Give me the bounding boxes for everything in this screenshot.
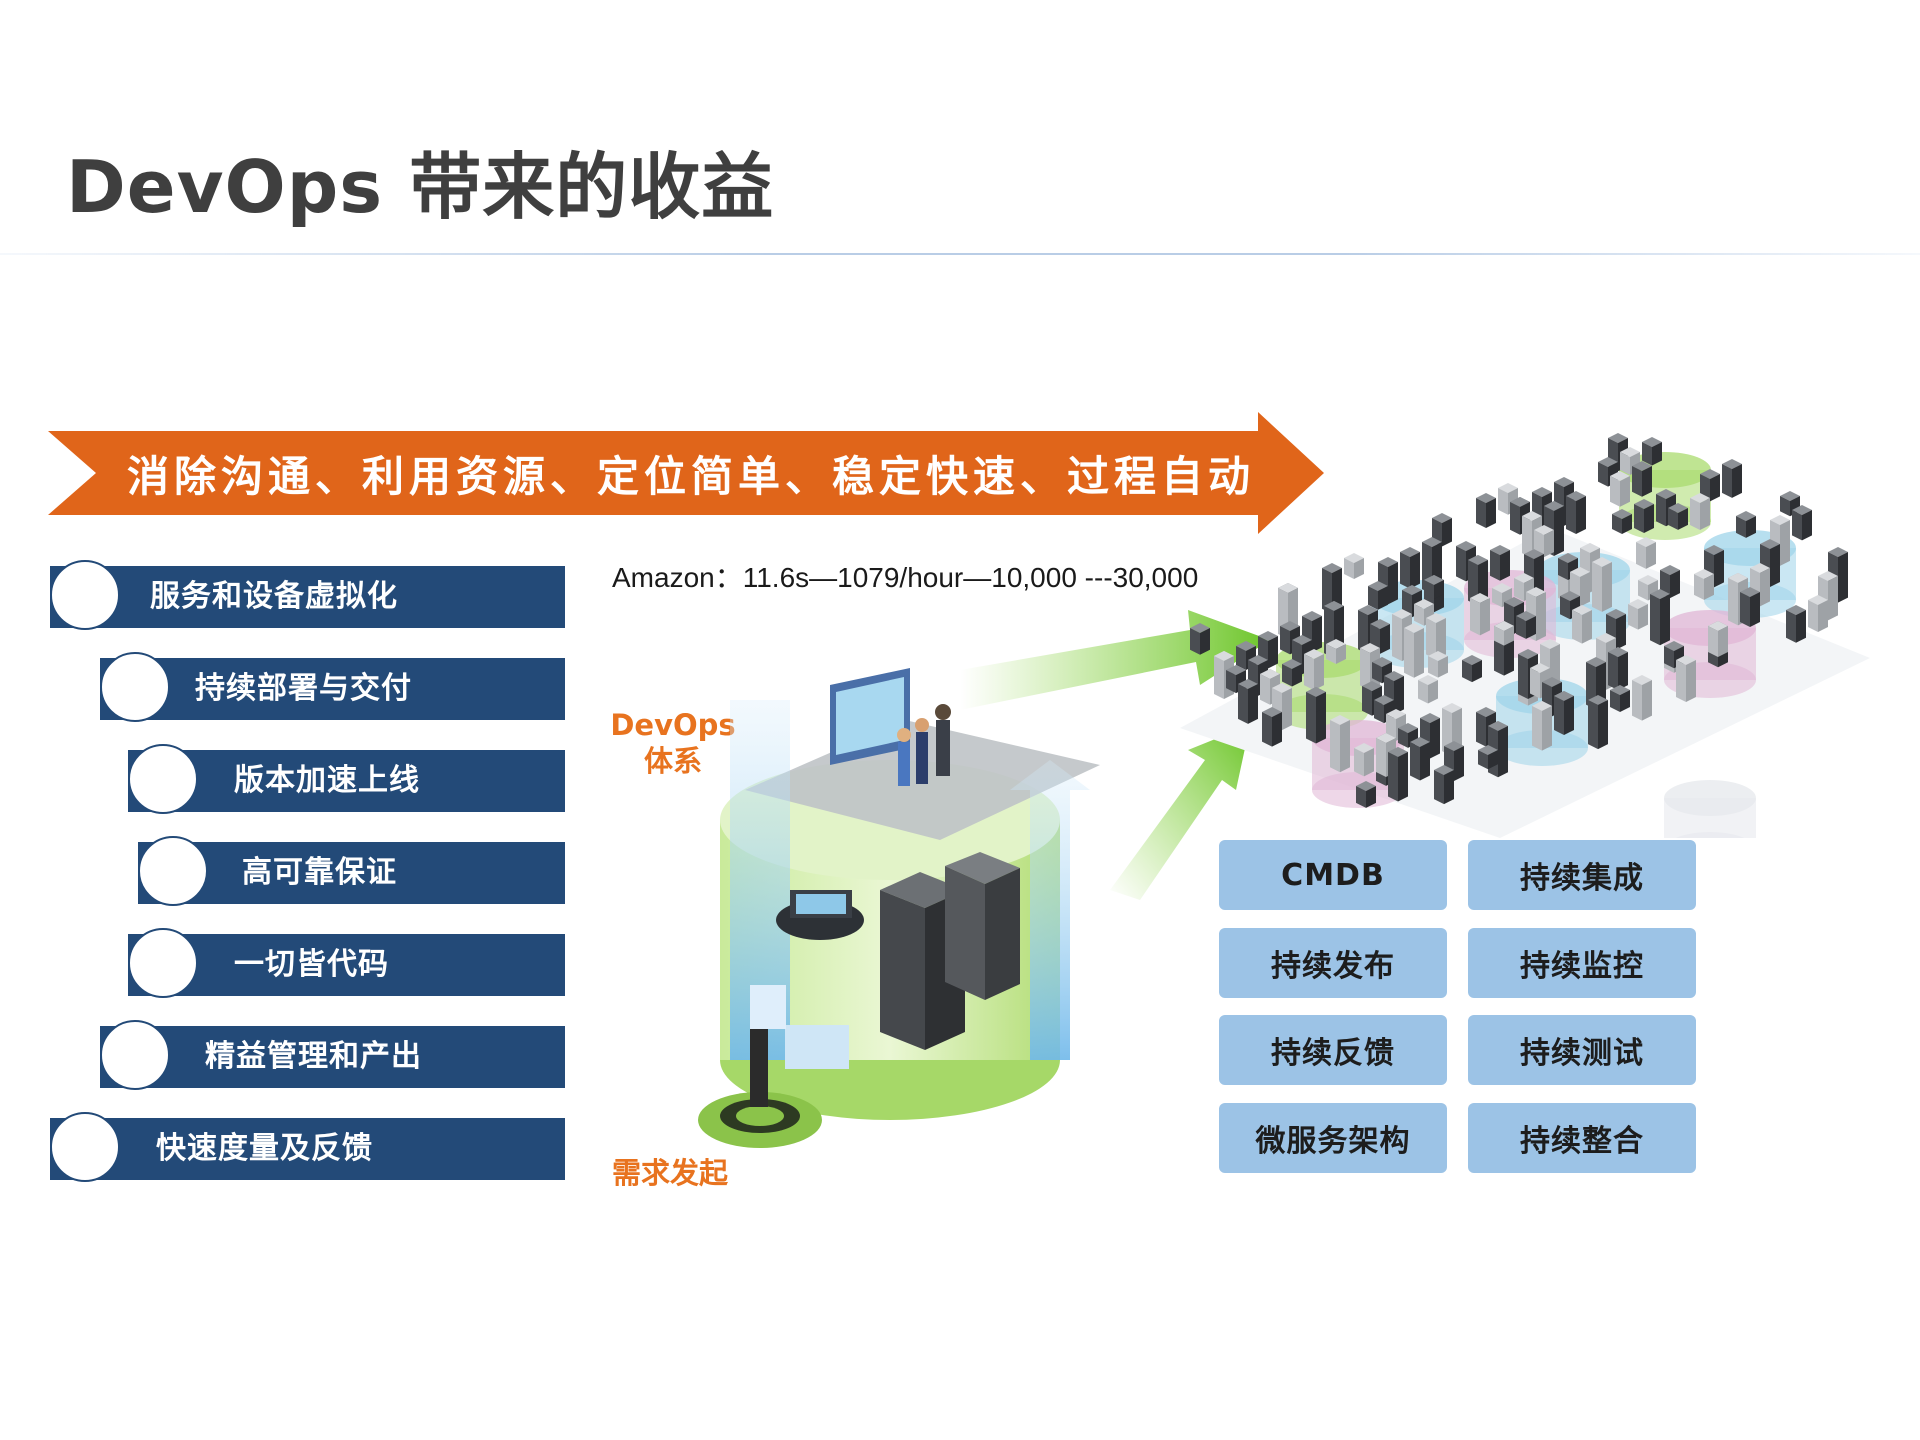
devops-system-line1: DevOps	[610, 708, 736, 742]
list-item-label: 快速度量及反馈	[156, 1131, 373, 1166]
list-item-label: 持续部署与交付	[195, 671, 412, 706]
list-item-label: 高可靠保证	[242, 855, 397, 890]
list-item: 快速度量及反馈	[50, 1112, 565, 1182]
practice-tile-continuous-monitoring: 持续监控	[1468, 928, 1696, 998]
list-item: 持续部署与交付	[100, 652, 565, 722]
list-item: 版本加速上线	[128, 744, 565, 814]
banner-arrow-shape	[48, 412, 1324, 534]
list-item: 高可靠保证	[138, 836, 565, 906]
list-item-label: 版本加速上线	[234, 763, 420, 798]
practice-tile-cmdb: CMDB	[1219, 840, 1447, 910]
devops-system-label: DevOps 体系	[603, 707, 743, 779]
list-item: 一切皆代码	[128, 928, 565, 998]
practice-tile-continuous-feedback: 持续反馈	[1219, 1015, 1447, 1085]
benefit-banner: 消除沟通、利用资源、定位简单、稳定快速、过程自动	[48, 412, 1324, 534]
bullet-circle	[100, 1020, 170, 1090]
list-item: 服务和设备虚拟化	[50, 560, 565, 630]
practice-tile-continuous-testing: 持续测试	[1468, 1015, 1696, 1085]
bullet-circle	[50, 1112, 120, 1182]
practice-tile-microservices: 微服务架构	[1219, 1103, 1447, 1173]
banner-text: 消除沟通、利用资源、定位简单、稳定快速、过程自动	[126, 451, 1255, 501]
list-item-label: 一切皆代码	[234, 947, 389, 982]
list-item: 精益管理和产出	[100, 1020, 565, 1090]
list-item-label: 服务和设备虚拟化	[150, 579, 398, 614]
page-title: DevOps 带来的收益	[66, 145, 775, 229]
bullet-circle	[128, 928, 198, 998]
server-city-illustration	[1180, 433, 1870, 838]
title-divider	[0, 253, 1920, 255]
bullet-circle	[128, 744, 198, 814]
amazon-stats: Amazon：11.6s—1079/hour—10,000 ---30,000	[612, 562, 1199, 593]
bullet-circle	[100, 652, 170, 722]
practice-tile-continuous-integration: 持续集成	[1468, 840, 1696, 910]
list-item-label: 精益管理和产出	[205, 1039, 422, 1074]
datacenter-illustration	[698, 668, 1100, 1148]
devops-system-line2: 体系	[643, 744, 702, 778]
practice-tile-continuous-release: 持续发布	[1219, 928, 1447, 998]
bullet-circle	[138, 836, 208, 906]
practice-tile-continuous-consolidation: 持续整合	[1468, 1103, 1696, 1173]
demand-label: 需求发起	[612, 1156, 729, 1190]
bullet-circle	[50, 560, 120, 630]
